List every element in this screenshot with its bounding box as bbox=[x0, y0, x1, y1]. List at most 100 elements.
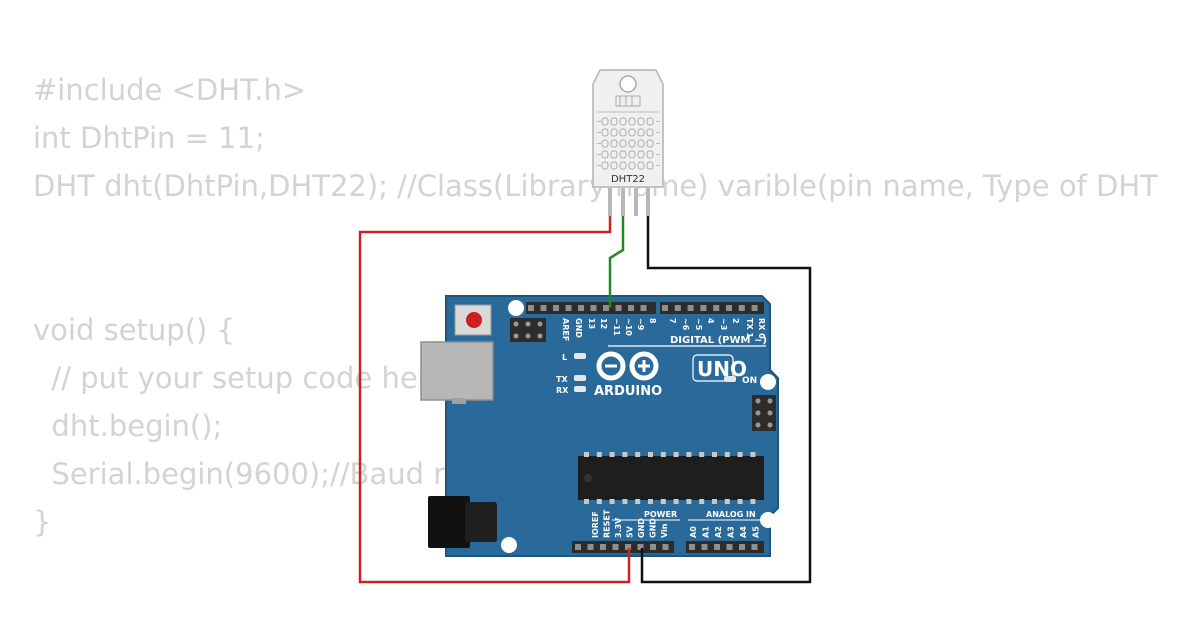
led-rx-label: RX bbox=[556, 386, 569, 395]
chip-pin bbox=[635, 499, 641, 504]
chip-pin bbox=[686, 452, 692, 457]
digital-pin-label: TX 1 bbox=[745, 318, 754, 338]
chip-pin bbox=[596, 499, 602, 504]
power-label: POWER bbox=[644, 510, 677, 519]
chip-pin bbox=[737, 452, 743, 457]
digital-pin-label: ~11 bbox=[612, 318, 621, 336]
digital-pin-label: ~10 bbox=[624, 318, 633, 336]
chip-pin bbox=[699, 452, 705, 457]
chip-pin bbox=[660, 452, 666, 457]
chip-pin bbox=[660, 499, 666, 504]
chip-pin bbox=[596, 452, 602, 457]
analog-pin-label: A3 bbox=[727, 526, 736, 538]
header-hole bbox=[726, 544, 733, 550]
arduino-logo-icon bbox=[596, 351, 659, 381]
header-hole bbox=[553, 305, 559, 311]
header-hole bbox=[701, 544, 708, 550]
grille-slot bbox=[637, 117, 645, 126]
digital-pin-label: ~6 bbox=[681, 318, 690, 331]
header-hole bbox=[713, 305, 720, 311]
analog-pin-label: A5 bbox=[752, 526, 761, 538]
chip-pin bbox=[750, 499, 756, 504]
chip-pin bbox=[635, 452, 641, 457]
dht22-sensor[interactable]: DHT22 bbox=[592, 69, 664, 216]
chip-pin bbox=[609, 452, 615, 457]
chip-pin bbox=[750, 452, 756, 457]
power-header-holes bbox=[575, 544, 758, 550]
sensor-leg bbox=[608, 188, 612, 216]
chip-pin bbox=[737, 499, 743, 504]
header-hole bbox=[640, 305, 647, 311]
power-pin-label: GND bbox=[649, 518, 658, 538]
code-line: } bbox=[33, 505, 52, 539]
sensor-label: DHT22 bbox=[611, 174, 645, 185]
grille-slot bbox=[628, 117, 636, 126]
header-hole bbox=[528, 305, 534, 311]
digital-pin-label: 13 bbox=[587, 318, 596, 329]
header-hole bbox=[751, 305, 758, 311]
grille-slot bbox=[628, 150, 636, 159]
analog-in-label: ANALOG IN bbox=[706, 510, 756, 519]
led-tx-label: TX bbox=[556, 375, 568, 384]
power-pin-label: 5V bbox=[626, 525, 635, 538]
mounting-hole bbox=[508, 300, 524, 316]
grille-slot bbox=[610, 150, 618, 159]
grille-slot bbox=[628, 139, 636, 148]
grille-slot bbox=[646, 150, 654, 159]
grille-slot bbox=[619, 139, 627, 148]
mounting-hole bbox=[760, 512, 776, 528]
header-hole bbox=[615, 305, 622, 311]
code-background: #include <DHT.h> int DhtPin = 11; DHT dh… bbox=[33, 66, 1158, 546]
chip-pin bbox=[699, 499, 705, 504]
digital-pin-label: ~9 bbox=[636, 318, 645, 331]
digital-pin-label: 2 bbox=[731, 318, 740, 324]
power-pin-label: IOREF bbox=[591, 511, 600, 538]
mounting-hole bbox=[501, 537, 517, 553]
header-hole bbox=[662, 305, 668, 311]
grille-slot bbox=[628, 161, 636, 170]
chip-pin bbox=[673, 499, 679, 504]
digital-pin-label: AREF bbox=[561, 318, 570, 341]
header-hole bbox=[662, 544, 669, 550]
grille-slot bbox=[601, 161, 609, 170]
power-pin-label: GND bbox=[637, 518, 646, 538]
icsp-header bbox=[510, 318, 546, 342]
led-l bbox=[574, 353, 586, 359]
power-jack bbox=[428, 496, 497, 548]
chip-pin bbox=[648, 499, 653, 504]
chip-pin bbox=[622, 499, 628, 504]
analog-pin-label: A2 bbox=[714, 526, 723, 538]
header-hole bbox=[714, 544, 720, 550]
sensor-grille bbox=[597, 111, 660, 170]
header-hole bbox=[628, 305, 634, 311]
grille-slot bbox=[610, 128, 618, 137]
header-hole bbox=[650, 544, 656, 550]
grille-slot bbox=[637, 139, 645, 148]
sensor-mount-hole bbox=[619, 75, 637, 93]
reset-button[interactable] bbox=[454, 304, 492, 336]
digital-pin-label: ~3 bbox=[719, 318, 728, 330]
wire-power-5v[interactable] bbox=[358, 214, 631, 584]
wire-data-pin-11[interactable] bbox=[608, 214, 625, 308]
grille-slot bbox=[628, 128, 636, 137]
header-hole bbox=[603, 305, 609, 311]
wire-ground[interactable] bbox=[640, 214, 812, 584]
header-hole bbox=[738, 305, 745, 311]
grille-slot bbox=[610, 161, 618, 170]
grille-slot bbox=[601, 150, 609, 159]
led-on-label: ON bbox=[742, 376, 757, 386]
header-hole bbox=[751, 544, 758, 550]
header-hole bbox=[590, 305, 597, 311]
chip-pin bbox=[712, 452, 717, 457]
grille-slot bbox=[637, 150, 645, 159]
header-hole bbox=[726, 305, 732, 311]
analog-pin-label: A4 bbox=[739, 526, 748, 538]
digital-pin-label: ~5 bbox=[694, 318, 703, 331]
chip-pins bbox=[584, 452, 756, 504]
code-line: #include <DHT.h> bbox=[33, 73, 307, 107]
code-line: // put your setup code here bbox=[33, 361, 447, 395]
sensor-leg bbox=[634, 188, 638, 216]
